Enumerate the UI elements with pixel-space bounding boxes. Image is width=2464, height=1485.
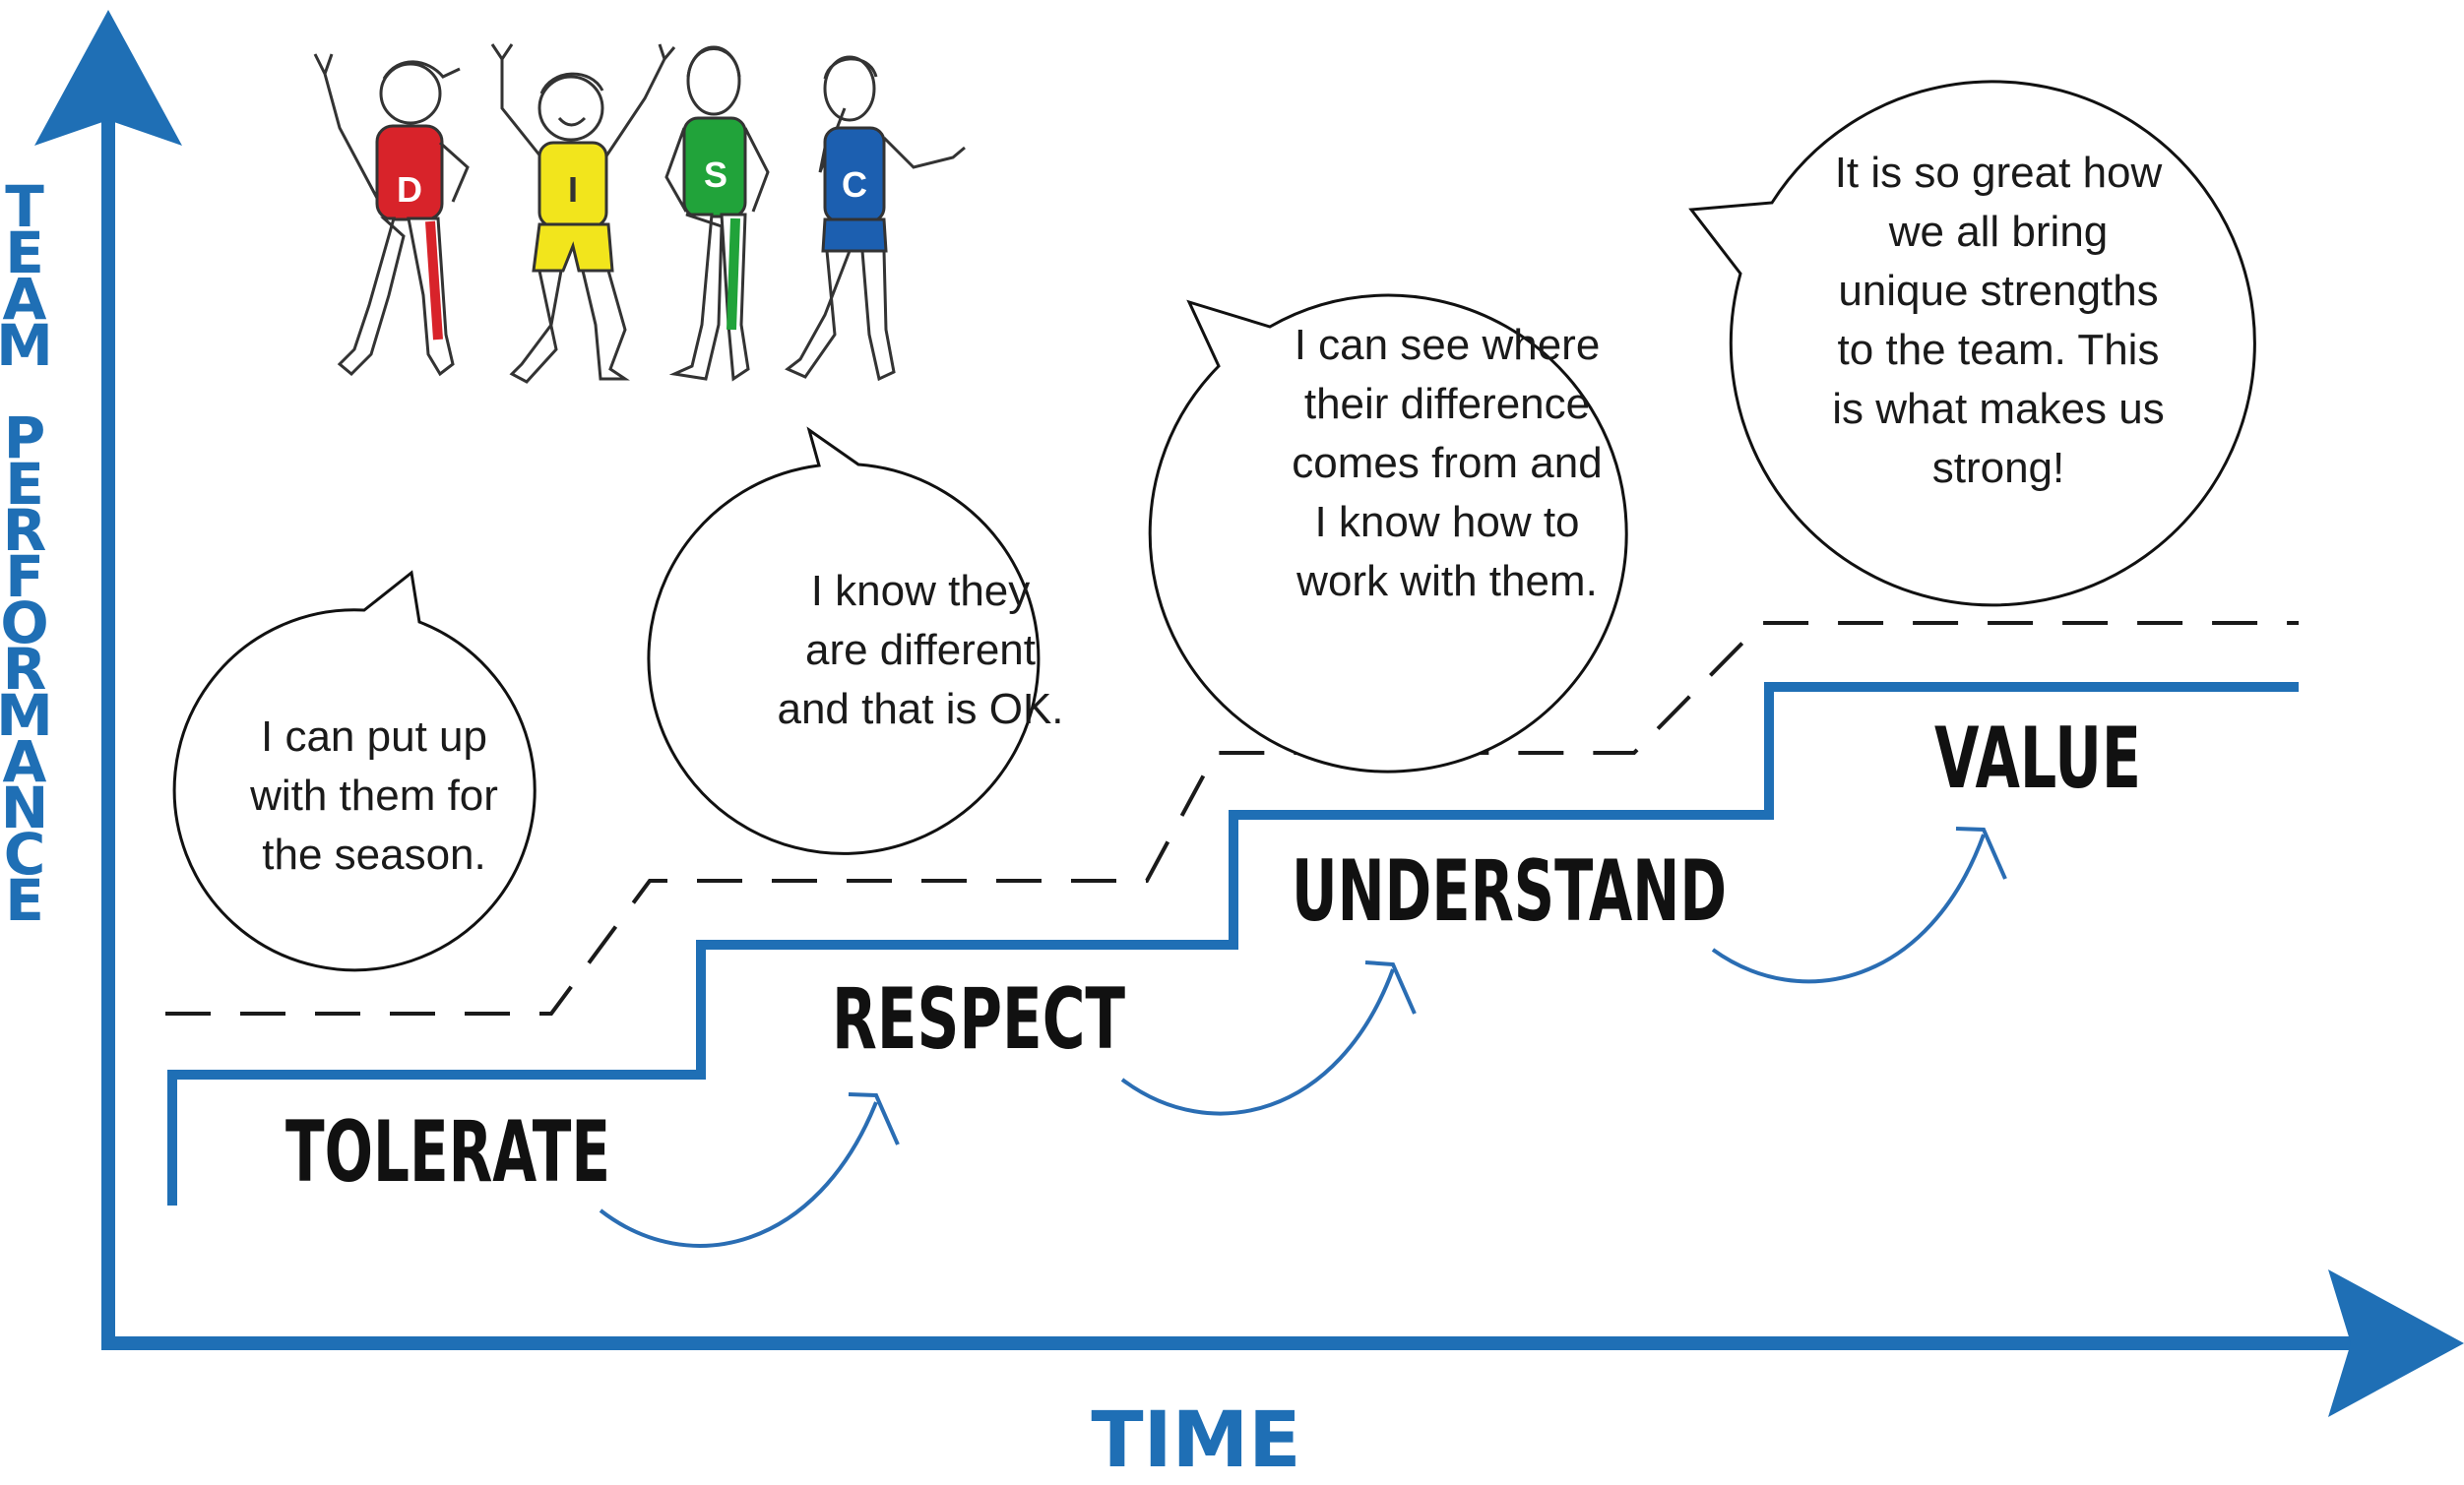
figure-d-leg-left bbox=[337, 217, 406, 377]
stage-label-value: VALUE bbox=[1934, 710, 2141, 808]
speech-bubble-line: we all bring bbox=[1888, 208, 2109, 256]
speech-bubble-shape bbox=[172, 570, 537, 972]
speech-bubble-line: I can put up bbox=[261, 712, 487, 761]
speech-bubble-line: work with them. bbox=[1295, 557, 1598, 605]
figure-i-hair bbox=[539, 72, 604, 94]
y-axis-label-letter: A bbox=[3, 728, 47, 795]
figure-i-smile bbox=[557, 116, 587, 127]
speech-bubble-line: I can see where bbox=[1295, 321, 1601, 369]
figure-c: C bbox=[785, 55, 966, 382]
figure-c-hair bbox=[823, 57, 878, 80]
speech-bubble-respect: I know they are different and that is OK. bbox=[647, 426, 1064, 855]
y-axis-label-letter: E bbox=[5, 219, 44, 286]
y-axis-label-letter: M bbox=[0, 312, 53, 379]
speech-bubble-line: It is so great how bbox=[1835, 149, 2163, 197]
speech-bubble-text: I can put up with them for the season. bbox=[249, 712, 498, 879]
curved-arrow-2 bbox=[1120, 968, 1395, 1116]
speech-bubbles: I can put up with them for the season. I k… bbox=[172, 80, 2256, 972]
axes bbox=[34, 10, 2464, 1417]
speech-bubble-text: I can see where their difference comes fro… bbox=[1292, 321, 1602, 605]
speech-bubble-shape bbox=[647, 426, 1041, 855]
y-axis-label-letter: F bbox=[5, 543, 44, 610]
speech-bubble-line: strong! bbox=[1932, 444, 2065, 492]
curved-arrow-1-head bbox=[848, 1092, 900, 1145]
figure-i-letter: I bbox=[568, 169, 578, 210]
y-axis-label-letter: R bbox=[3, 497, 47, 564]
curved-arrow-1 bbox=[599, 1101, 878, 1248]
speech-bubble-shape bbox=[1688, 80, 2256, 607]
y-axis-label-letter: T bbox=[5, 173, 44, 240]
speech-bubble-line: are different bbox=[805, 626, 1036, 674]
figure-c-letter: C bbox=[842, 164, 867, 205]
curved-arrow-2-head bbox=[1364, 960, 1417, 1015]
figure-d-letter: D bbox=[397, 169, 422, 210]
figure-d-stripe bbox=[425, 220, 443, 340]
speech-bubble-line: comes from and bbox=[1292, 439, 1602, 487]
figure-i-legs bbox=[509, 269, 630, 384]
figure-c-head bbox=[823, 55, 876, 122]
speech-bubble-text: It is so great how we all bring unique str… bbox=[1832, 149, 2164, 492]
figure-s-shirt bbox=[682, 116, 747, 218]
curved-arrow-3 bbox=[1711, 834, 1986, 984]
y-axis-label-letter: P bbox=[4, 404, 46, 471]
x-axis-label: TIME bbox=[1091, 1396, 1300, 1485]
staircase-line bbox=[167, 682, 2299, 1206]
figure-i-arms bbox=[490, 43, 676, 158]
figure-i: I bbox=[490, 43, 676, 384]
figure-d: D bbox=[313, 53, 470, 377]
figure-i-shorts bbox=[532, 222, 614, 273]
speech-bubble-line: and that is OK. bbox=[777, 685, 1063, 733]
speech-bubble-line: unique strengths bbox=[1838, 267, 2158, 315]
speech-bubble-line: is what makes us bbox=[1832, 385, 2164, 433]
x-axis-arrowhead bbox=[2328, 1269, 2464, 1417]
speech-bubble-line: to the team. This bbox=[1838, 326, 2160, 374]
speech-bubble-line: with them for bbox=[249, 772, 498, 820]
stage-label-tolerate: TOLERATE bbox=[285, 1103, 610, 1202]
dashed-potential-line bbox=[165, 621, 2299, 1016]
curved-arrow-3-head bbox=[1955, 827, 2007, 880]
figure-d-head bbox=[379, 62, 442, 125]
y-axis-label-letter: A bbox=[3, 266, 47, 333]
disc-figures-illustration: D I S bbox=[313, 43, 966, 384]
y-axis-label-letter: E bbox=[5, 451, 44, 518]
figure-d-arm bbox=[439, 141, 470, 203]
figure-s-letter: S bbox=[704, 155, 727, 195]
figure-c-shorts bbox=[821, 217, 888, 253]
figure-s-hair bbox=[686, 47, 741, 78]
speech-bubble-tolerate: I can put up with them for the season. bbox=[172, 570, 537, 972]
stage-labels: TOLERATE RESPECT UNDERSTAND VALUE bbox=[285, 710, 2141, 1202]
speech-bubble-shape bbox=[1148, 293, 1628, 773]
speech-bubble-line: I know how to bbox=[1314, 498, 1579, 546]
figure-i-head bbox=[537, 75, 604, 142]
figure-d-hair bbox=[382, 60, 461, 80]
speech-bubble-text: I know they are different and that is OK. bbox=[777, 567, 1063, 733]
figure-s-arms bbox=[664, 127, 770, 213]
speech-bubble-line: their difference bbox=[1304, 380, 1590, 428]
speech-bubble-value: It is so great how we all bring unique str… bbox=[1688, 80, 2256, 607]
speech-bubble-line: the season. bbox=[262, 831, 486, 879]
y-axis-label-letter: N bbox=[1, 774, 49, 841]
figure-s-stripe bbox=[727, 217, 740, 331]
figure-d-arm-raised bbox=[313, 53, 381, 203]
y-axis-label-letter: R bbox=[3, 636, 47, 703]
stage-label-respect: RESPECT bbox=[832, 970, 1125, 1069]
speech-bubble-understand: I can see where their difference comes fro… bbox=[1148, 293, 1628, 773]
y-axis-label-letter: E bbox=[5, 867, 44, 934]
stage-label-understand: UNDERSTAND bbox=[1292, 842, 1727, 941]
y-axis-arrowhead bbox=[34, 10, 182, 146]
progress-arrows bbox=[599, 827, 2007, 1248]
figure-s: S bbox=[664, 45, 770, 382]
y-axis-label-letter: C bbox=[4, 821, 46, 888]
y-axis-label-letter: M bbox=[0, 682, 53, 749]
y-axis-label-letter: O bbox=[0, 589, 48, 656]
figure-c-legs bbox=[785, 249, 896, 382]
speech-bubble-line: I know they bbox=[811, 567, 1031, 615]
